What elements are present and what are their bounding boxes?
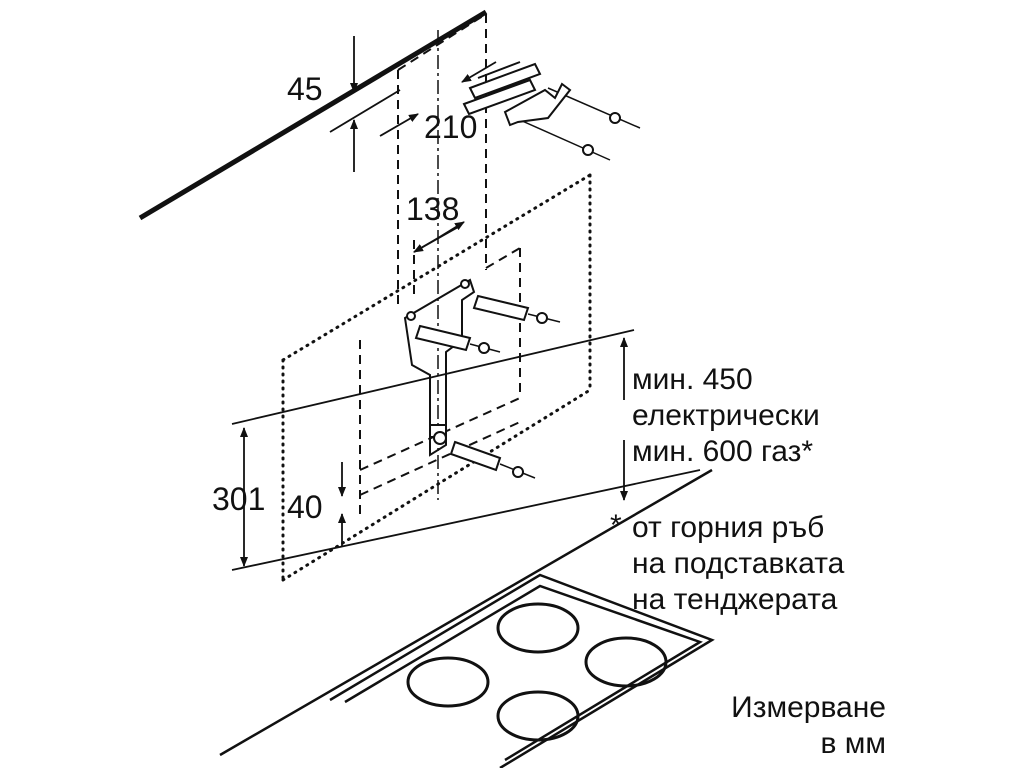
units-note: Измерване в мм xyxy=(710,690,886,762)
clearance-line-3: мин. 600 газ* xyxy=(632,435,814,468)
bottom-wall-plugs xyxy=(433,431,536,479)
chimney-hook-bracket xyxy=(503,82,572,127)
chimney-outline xyxy=(359,13,521,520)
units-line-1: Измерване xyxy=(731,691,886,724)
units-line-2: в мм xyxy=(820,727,886,760)
clearance-line-2: електрически xyxy=(632,399,820,432)
wall-bracket xyxy=(403,278,476,457)
dim-210-label: 210 xyxy=(424,109,478,145)
ceiling-line xyxy=(138,9,488,221)
clearance-line-1: мин. 450 xyxy=(632,363,753,396)
footnote-line-3: на тенджерата xyxy=(632,583,838,616)
footnote-line-2: на подставката xyxy=(632,547,845,580)
dimension-lines xyxy=(231,36,701,571)
cooktop-burners xyxy=(406,602,668,742)
middle-wall-plugs xyxy=(414,294,561,354)
dim-45-label: 45 xyxy=(287,71,323,107)
hood-outline xyxy=(281,173,592,582)
footnote-note: от горния ръб на подставката на тенджера… xyxy=(632,510,844,618)
dim-138-label: 138 xyxy=(406,191,460,227)
cooktop xyxy=(219,468,715,768)
footnote-star: * xyxy=(610,509,622,542)
dim-301-label: 301 xyxy=(212,481,266,517)
footnote-line-1: от горния ръб xyxy=(632,511,825,544)
dim-40-label: 40 xyxy=(287,489,323,525)
clearance-note: мин. 450 електрически мин. 600 газ* xyxy=(632,362,820,470)
